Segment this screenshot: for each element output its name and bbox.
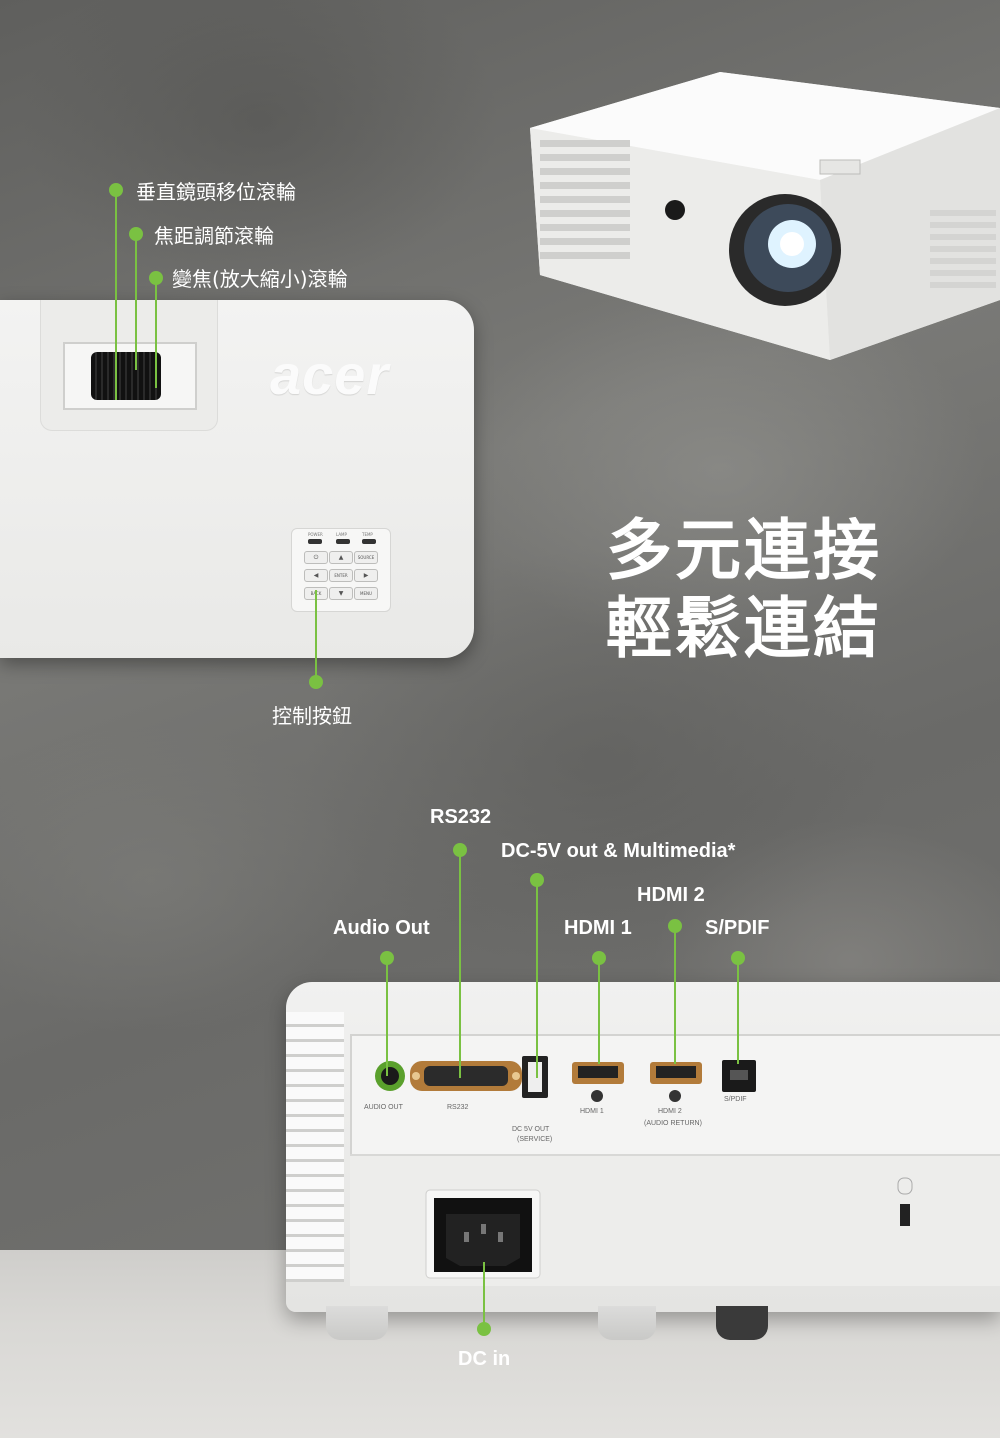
- callout-dot: [129, 227, 143, 241]
- vertical-lens-shift-label: 垂直鏡頭移位滾輪: [136, 180, 296, 204]
- callout-line: [536, 886, 538, 1078]
- lower-panel: [350, 1154, 1000, 1286]
- power-key: ⏻: [304, 551, 328, 564]
- callout-dot: [109, 183, 123, 197]
- rs232-label: RS232: [430, 806, 492, 828]
- indicator-label: LAMP: [336, 532, 347, 537]
- headline-line-1: 多元連接: [606, 512, 882, 589]
- audio-out-port-label: AUDIO OUT: [364, 1104, 403, 1111]
- left-key: ◀: [304, 569, 328, 582]
- foot: [598, 1306, 656, 1340]
- focus-wheel-label: 焦距調節滾輪: [154, 224, 274, 248]
- lens-adjustment-wheels: [63, 342, 197, 410]
- hdmi2-arc-label: (AUDIO RETURN): [644, 1120, 702, 1127]
- power-inlet-drawing: [425, 1177, 913, 1279]
- control-keypad: POWER LAMP TEMP ⏻ ▲ SOURCE ◀ ENTER ▶ BAC…: [291, 528, 391, 612]
- indicator-label: POWER: [308, 532, 323, 537]
- callout-dot: [668, 919, 682, 933]
- source-key: SOURCE: [354, 551, 378, 564]
- power-led: [308, 539, 322, 544]
- dc-in-label: DC in: [458, 1348, 511, 1370]
- down-key: ▼: [329, 587, 353, 600]
- io-ports-drawing: [375, 1056, 756, 1102]
- right-key: ▶: [354, 569, 378, 582]
- callout-dot: [380, 951, 394, 965]
- callout-dot: [309, 675, 323, 689]
- callout-dot: [453, 843, 467, 857]
- projector-3d-image: [530, 70, 1000, 370]
- rs232-port-label: RS232: [447, 1104, 469, 1111]
- dc5v-label: DC-5V out & Multimedia*: [501, 840, 736, 862]
- dc5v-service-label: (SERVICE): [517, 1136, 553, 1143]
- wheel-icon: [91, 352, 161, 400]
- dc5v-port-label: DC 5V OUT: [512, 1126, 550, 1133]
- callout-dot: [592, 951, 606, 965]
- projector-rear-view: AUDIO OUT RS232 DC 5V OUT (SERVICE) HDMI…: [286, 982, 1000, 1312]
- callout-line: [598, 964, 600, 1064]
- callout-line: [115, 190, 117, 400]
- callout-line: [737, 964, 739, 1064]
- callout-dot: [731, 951, 745, 965]
- zoom-wheel-label: 變焦(放大縮小)滾輪: [172, 267, 348, 291]
- acer-logo: acer: [270, 343, 390, 406]
- headline: 多元連接 輕鬆連結: [606, 512, 882, 668]
- up-key: ▲: [329, 551, 353, 564]
- temp-led: [362, 539, 376, 544]
- callout-line: [315, 590, 317, 682]
- callout-line: [459, 856, 461, 1078]
- lamp-led: [336, 539, 350, 544]
- projector-top-view: acer POWER LAMP TEMP ⏻ ▲ SOURCE ◀ ENTER …: [0, 300, 474, 658]
- vent-fins: [286, 1012, 344, 1282]
- enter-key: ENTER: [329, 569, 353, 582]
- spdif-label: S/PDIF: [705, 917, 770, 939]
- hdmi1-port-label: HDMI 1: [580, 1108, 604, 1115]
- foot: [716, 1306, 768, 1340]
- headline-line-2: 輕鬆連結: [606, 590, 882, 667]
- callout-line: [674, 932, 676, 1064]
- callout-dot: [477, 1322, 491, 1336]
- hdmi1-label: HDMI 1: [564, 917, 632, 939]
- spdif-port-label: S/PDIF: [724, 1096, 747, 1103]
- callout-dot: [149, 271, 163, 285]
- callout-line: [483, 1262, 485, 1330]
- indicator-label: TEMP: [362, 532, 373, 537]
- callout-dot: [530, 873, 544, 887]
- control-buttons-label: 控制按鈕: [272, 704, 352, 728]
- menu-key: MENU: [354, 587, 378, 600]
- hdmi2-port-label: HDMI 2: [658, 1108, 682, 1115]
- callout-line: [135, 234, 137, 370]
- audio-out-label: Audio Out: [333, 917, 430, 939]
- hdmi2-label: HDMI 2: [637, 884, 705, 906]
- callout-line: [155, 278, 157, 388]
- foot: [326, 1306, 388, 1340]
- callout-line: [386, 964, 388, 1076]
